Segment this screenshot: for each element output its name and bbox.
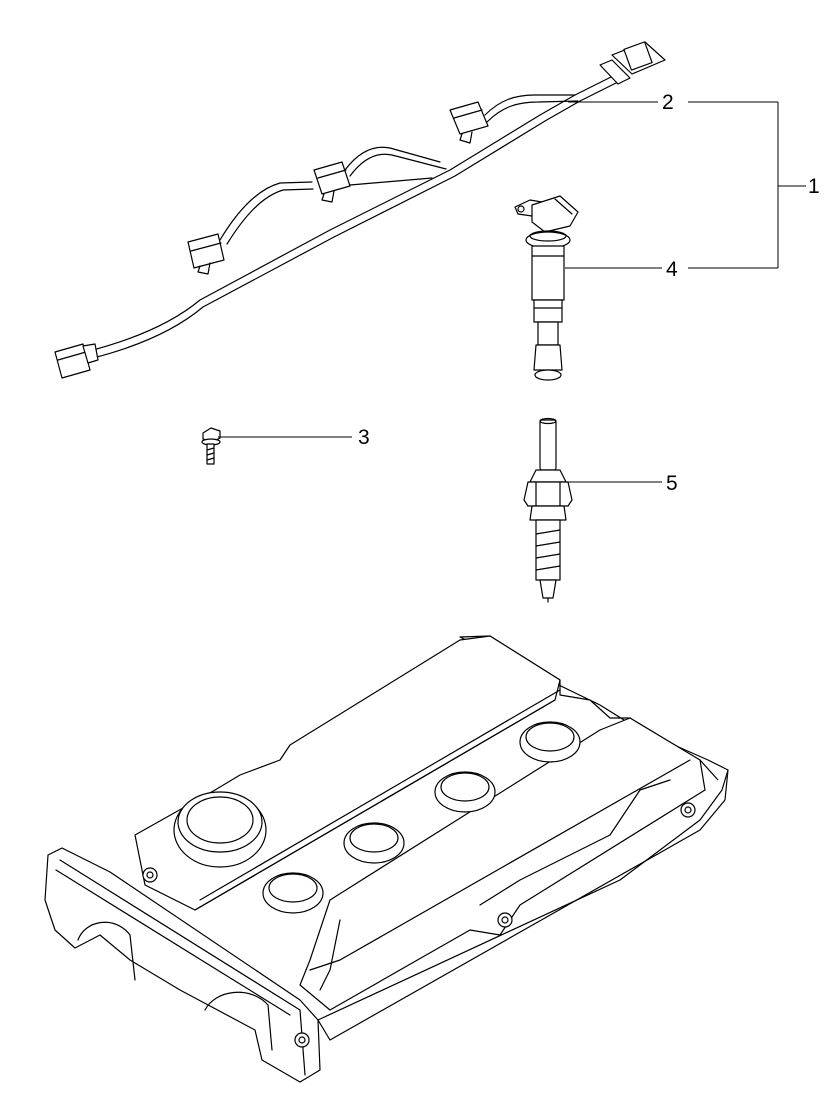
spark-plug-icon[interactable] xyxy=(523,417,573,603)
callout-2: 2 xyxy=(662,91,674,114)
ignition-coil-icon[interactable] xyxy=(514,195,579,381)
leader-lines xyxy=(218,101,806,483)
valve-cover-icon xyxy=(44,635,729,1083)
callout-5: 5 xyxy=(666,472,678,495)
bolt-icon[interactable] xyxy=(201,427,221,465)
callout-3: 3 xyxy=(358,426,370,449)
wiring-harness-icon[interactable] xyxy=(54,41,666,379)
callout-1: 1 xyxy=(808,175,820,198)
callout-4: 4 xyxy=(666,258,678,281)
